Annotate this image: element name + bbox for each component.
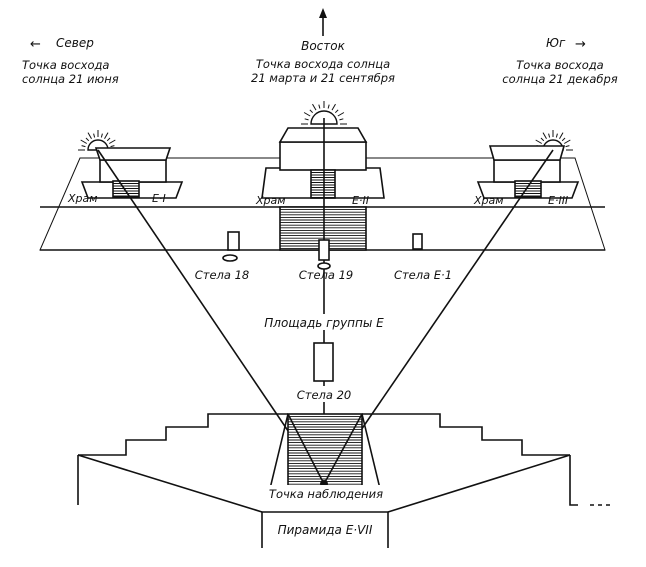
sun-ray <box>100 133 103 138</box>
sun-ray <box>548 133 551 138</box>
stela-19-label: Стела 19 <box>299 268 354 282</box>
pyramid-e7-right-corner <box>569 455 578 506</box>
sun-ray <box>303 112 311 117</box>
sun-ray <box>81 145 86 148</box>
pyramid-e7-left-face <box>77 454 263 513</box>
sun-ray <box>339 118 344 121</box>
south-caption-line1: Точка восхода <box>516 58 603 72</box>
sight-line-summer-solstice <box>97 149 325 485</box>
stela-e1-label: Стела Е·1 <box>394 268 452 282</box>
north-label: Север <box>56 36 94 50</box>
observation-label-bg <box>266 485 386 501</box>
stela-20-label: Стела 20 <box>297 388 352 402</box>
pyramid-e7-label: Пирамида Е·VII <box>278 523 373 537</box>
pyramid-e7-right-steps <box>362 413 570 456</box>
stela-19-base <box>317 262 331 270</box>
temple-e3-body <box>493 159 561 183</box>
temple-e2 <box>261 127 385 251</box>
temple-e2-word: Храм <box>255 194 286 207</box>
sun-ray <box>561 137 566 142</box>
temple-e3-code: Е·III <box>548 194 568 207</box>
temple-e2-upper-stair <box>310 169 336 199</box>
east-caption-line1: Точка восхода солнца <box>256 57 390 71</box>
sun-ray <box>304 118 309 121</box>
sun-ray <box>334 109 339 114</box>
sun-ray <box>110 145 115 148</box>
sun-ray <box>559 132 564 139</box>
sun-ray <box>104 132 109 139</box>
sun-ray <box>565 145 570 148</box>
pyramid-e7 <box>77 413 610 548</box>
temple-e3 <box>476 145 580 199</box>
temple-e1-code: Е·I <box>152 192 166 205</box>
sun-ray <box>85 137 90 142</box>
sun-ray <box>564 139 571 144</box>
sun-ray <box>87 132 92 139</box>
temple-e1-body <box>99 159 167 183</box>
pyramid-e7-base-block <box>261 511 389 548</box>
east-arrow-head <box>319 8 327 18</box>
pyramid-e7-stair-hatching <box>288 416 362 485</box>
temple-e2-upper-stair-hatching <box>311 172 335 198</box>
observation-ray-left <box>287 413 325 485</box>
temple-e2-body <box>279 141 367 171</box>
plaza-label: Площадь группы Е <box>264 316 384 330</box>
pyramid-e7-left-steps <box>78 413 288 456</box>
sun-ray <box>318 104 321 109</box>
sun-ray <box>542 132 547 139</box>
stela-18-marker <box>227 231 240 251</box>
stela-20-label-bg <box>280 386 370 402</box>
temple-e1-roof <box>94 147 172 161</box>
temple-e3-stair <box>514 180 542 198</box>
temple-e1-stair <box>112 180 140 198</box>
east-marker: Восток Точка восхода солнца 21 марта и 2… <box>251 8 395 85</box>
sun-ray <box>331 103 336 111</box>
north-arrow: ← <box>30 37 41 52</box>
sun-east-icon <box>301 101 347 125</box>
temple-e2-roof <box>278 127 368 143</box>
north-caption-line1: Точка восхода <box>22 58 109 72</box>
sun-north-icon <box>78 130 118 151</box>
stela-20-marker <box>313 342 334 382</box>
south-arrow: → <box>575 37 586 52</box>
sun-ray <box>327 104 330 109</box>
south-label: Юг <box>546 36 566 50</box>
pyramid-e7-right-face <box>387 454 571 513</box>
sun-ray <box>555 133 558 138</box>
east-label: Восток <box>301 39 346 53</box>
temple-e1-stair-hatching <box>113 183 139 197</box>
temple-e1 <box>80 147 184 199</box>
temple-e1-word: Храм <box>67 192 98 205</box>
stela-18-base <box>222 254 238 262</box>
stela-18-label: Стела 18 <box>195 268 250 282</box>
south-caption-line2: солнца 21 декабря <box>502 72 617 86</box>
sun-ray <box>535 139 542 144</box>
south-marker: Юг → Точка восхода солнца 21 декабря <box>502 36 617 86</box>
observation-point-label: Точка наблюдения <box>269 487 383 501</box>
sun-ray <box>109 139 116 144</box>
north-marker: ← Север Точка восхода солнца 21 июня <box>22 36 119 86</box>
sun-ray <box>106 137 111 142</box>
temple-e2-code: Е·II <box>352 194 369 207</box>
pyramid-e7-stair-right-rail <box>361 413 383 498</box>
sun-ray <box>337 112 345 117</box>
pyramid-e7-stair-left-rail <box>267 413 289 498</box>
temple-e3-stair-hatching <box>515 183 541 197</box>
stela-e1-marker <box>412 233 423 250</box>
north-caption-line2: солнца 21 июня <box>22 72 119 86</box>
sun-disc <box>310 110 338 125</box>
sun-ray <box>80 139 87 144</box>
sun-ray <box>93 133 96 138</box>
east-caption-line2: 21 марта и 21 сентября <box>251 71 395 85</box>
sun-ray <box>309 109 314 114</box>
sun-ray <box>312 103 317 111</box>
observation-ray-right <box>323 413 363 485</box>
temple-e3-roof <box>488 145 566 161</box>
temple-e3-word: Храм <box>473 194 504 207</box>
sun-ray <box>540 137 545 142</box>
plaza-label-bg <box>258 314 390 330</box>
stela-19-marker <box>318 239 330 261</box>
